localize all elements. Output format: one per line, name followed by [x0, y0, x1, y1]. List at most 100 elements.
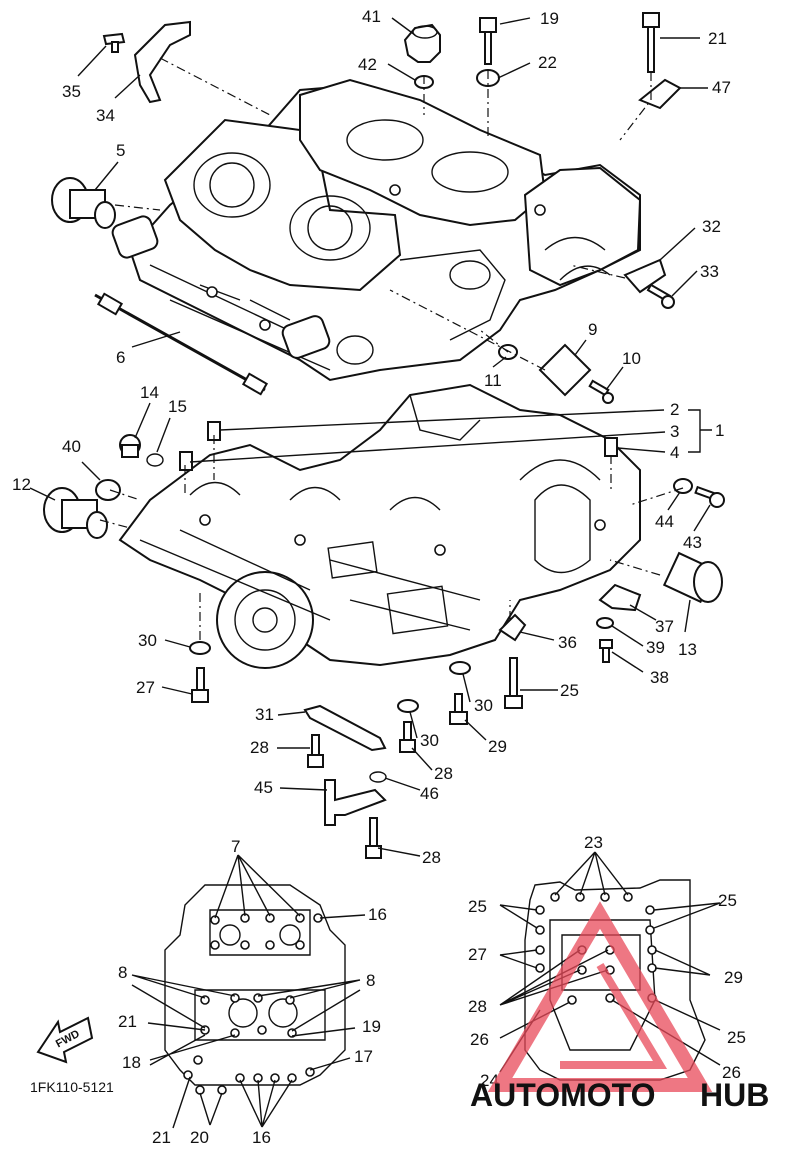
callout-46: 46: [420, 784, 439, 803]
callout-30: 30: [474, 696, 493, 715]
bolt-25: [504, 657, 523, 709]
callout-36: 36: [558, 633, 577, 652]
bolt-21: [642, 12, 660, 73]
upper-label-8: 8: [118, 963, 127, 982]
callout-9: 9: [588, 320, 597, 339]
callout-45: 45: [254, 778, 273, 797]
upper-label-21: 21: [152, 1128, 171, 1147]
bolt-43: [694, 485, 725, 508]
callout-47: 47: [712, 78, 731, 97]
bracket-37: [598, 583, 642, 612]
diagram-code: 1FK110-5121: [30, 1079, 114, 1095]
upper-label-18: 18: [122, 1053, 141, 1072]
dowel-4: [604, 437, 618, 457]
callout-25: 25: [560, 681, 579, 700]
callout-29: 29: [488, 737, 507, 756]
upper-label-17: 17: [354, 1047, 373, 1066]
cap-5: [51, 177, 116, 229]
callout-30: 30: [138, 631, 157, 650]
lower-label-25: 25: [468, 897, 487, 916]
lower-label-26: 26: [470, 1030, 489, 1049]
upper-crankcase: [111, 78, 642, 382]
upper-label-16: 16: [368, 905, 387, 924]
callout-12: 12: [12, 475, 31, 494]
bolt-38: [599, 639, 613, 663]
callout-40: 40: [62, 437, 81, 456]
bolt-29: [449, 693, 468, 725]
callout-13: 13: [678, 640, 697, 659]
washer-44: [673, 478, 693, 494]
washer-30: [189, 641, 211, 655]
oil-filler-cap: [403, 23, 441, 63]
watermark-text-part2: HUB: [700, 1077, 769, 1113]
plate-34: [133, 20, 191, 104]
lower-label-23: 23: [584, 833, 603, 852]
callout-39: 39: [646, 638, 665, 657]
lower-label-27: 27: [468, 945, 487, 964]
bolt-27: [191, 667, 209, 703]
callout-34: 34: [96, 106, 115, 125]
bolt-28: [399, 721, 416, 753]
screw-10: [588, 379, 614, 404]
bolt-19: [479, 17, 497, 65]
callout-41: 41: [362, 7, 381, 26]
lower-case-bolt-view: 23 25 25 27 29 28 26 25 24 26: [468, 833, 746, 1090]
plate-31: [303, 704, 387, 752]
lower-label-25: 25: [718, 891, 737, 910]
upper-label-19: 19: [362, 1017, 381, 1036]
washer-30: [397, 699, 419, 713]
screw-35: [102, 32, 126, 53]
stud-6: [94, 292, 269, 396]
bracket-47: [638, 78, 682, 110]
callout-27: 27: [136, 678, 155, 697]
callout-28: 28: [250, 738, 269, 757]
lower-label-25: 25: [727, 1028, 746, 1047]
leader-lines: [29, 17, 712, 857]
o-ring-15: [146, 453, 164, 467]
callout-11: 11: [484, 371, 502, 390]
callout-21: 21: [708, 29, 727, 48]
callout-37: 37: [655, 617, 674, 636]
upper-label-20: 20: [190, 1128, 209, 1147]
callout-labels: 41 19 21 42 22 47 35 34 5 32 33 9 10 11 …: [12, 7, 731, 867]
callout-44: 44: [655, 512, 674, 531]
callout-28: 28: [434, 764, 453, 783]
callout-19: 19: [540, 9, 559, 28]
plug-14: [119, 434, 141, 458]
upper-label-21: 21: [118, 1012, 137, 1031]
callout-32: 32: [702, 217, 721, 236]
watermark-text-part1: AUTOMOTO: [470, 1077, 655, 1113]
callout-10: 10: [622, 349, 641, 368]
lower-crankcase: [118, 383, 641, 669]
callout-31: 31: [255, 705, 274, 724]
callout-43: 43: [683, 533, 702, 552]
callout-1: 1: [715, 421, 724, 440]
bolt-33: [646, 283, 675, 309]
callout-3: 3: [670, 422, 679, 441]
callout-5: 5: [116, 141, 125, 160]
bracket-32: [623, 258, 667, 294]
upper-label-8: 8: [366, 971, 375, 990]
callout-6: 6: [116, 348, 125, 367]
lower-label-29: 29: [724, 968, 743, 987]
callout-14: 14: [140, 383, 159, 402]
watermark-logo: [487, 901, 713, 1092]
bolt-28: [307, 734, 324, 768]
callout-2: 2: [670, 400, 679, 419]
callout-22: 22: [538, 53, 557, 72]
upper-label-16: 16: [252, 1128, 271, 1147]
o-ring-46: [369, 771, 387, 783]
plate-9: [538, 343, 592, 397]
assembly-lines: [99, 57, 684, 640]
callout-28: 28: [422, 848, 441, 867]
cap-40: [95, 479, 121, 501]
cap-13: [662, 551, 723, 604]
callout-4: 4: [670, 443, 679, 462]
lower-label-28: 28: [468, 997, 487, 1016]
callout-30: 30: [420, 731, 439, 750]
callout-35: 35: [62, 82, 81, 101]
pipe-45: [324, 779, 387, 826]
lower-label-26: 26: [722, 1063, 741, 1082]
dowel-3: [179, 451, 193, 471]
